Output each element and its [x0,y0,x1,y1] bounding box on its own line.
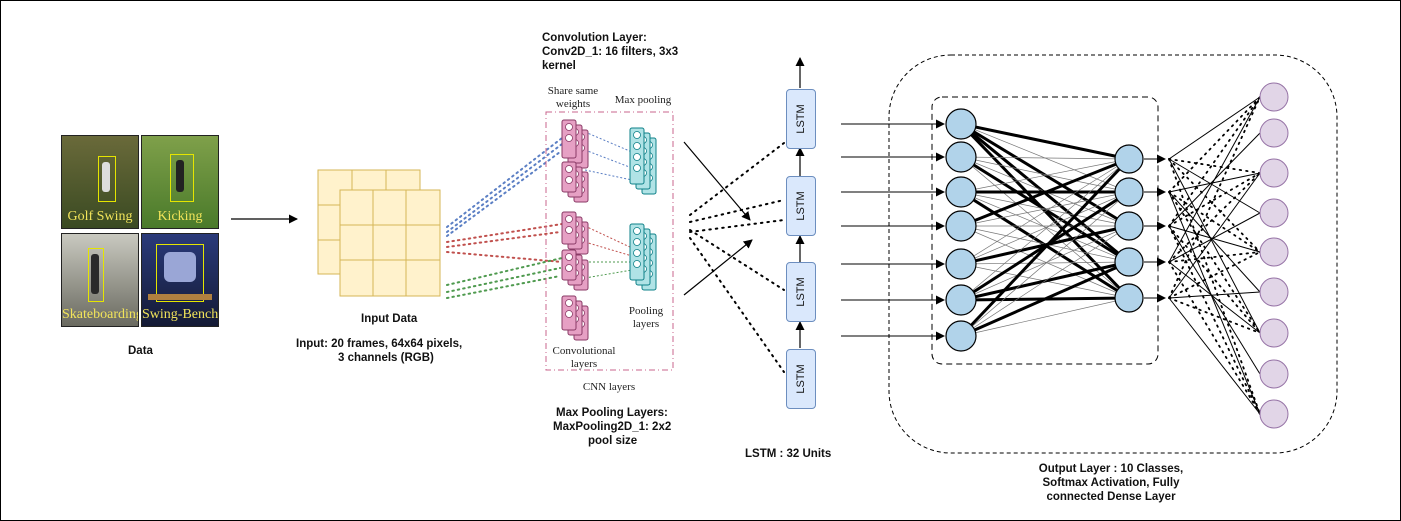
input-description-line2: 3 channels (RGB) [338,352,434,364]
input-frames-front [339,189,441,297]
conv-map-stack [561,295,589,341]
thumbnail-caption: Swing-Bench [142,307,219,322]
pool-map-stack [629,223,657,291]
thumbnail-golf-swing: Golf Swing [61,135,139,229]
pooling-feature-maps [629,127,657,291]
pool-layer-line1: MaxPooling2D_1: 2x2 [553,421,672,433]
lstm-cell-label: LSTM [795,277,807,307]
thumbnail-caption: Skateboarding [62,307,139,322]
pooling-layers-label-line2: layers [632,318,660,330]
cnn-layers-box [545,111,674,371]
lstm-caption: LSTM : 32 Units [745,448,832,460]
lstm-cell-4: LSTM [786,349,816,409]
conv-layer-title: Convolution Layer: [542,32,647,44]
pool-layer-title: Max Pooling Layers: [556,407,668,419]
output-caption-line3: connected Dense Layer [1046,491,1176,503]
conv-layer-line1: Conv2D_1: 16 filters, 3x3 [542,46,679,58]
lstm-cell-1: LSTM [786,89,816,149]
lstm-cell-label: LSTM [795,191,807,221]
conv-map-stack [561,119,589,169]
dense-network [841,82,1289,429]
output-neurons [1259,82,1289,429]
input-neurons [945,108,977,352]
thumbnail-swing-bench: Swing-Bench [141,233,219,327]
conv-map-stack [561,211,589,255]
output-caption-line1: Output Layer : 10 Classes, [1038,463,1184,475]
pool-map-stack [629,127,657,195]
lstm-cell-3: LSTM [786,262,816,322]
dense-connections [959,122,1131,338]
pool-to-lstm-arrow-bottom [683,239,753,296]
max-pooling-label: Max pooling [614,94,672,106]
conv-to-pool-connections [584,131,633,279]
thumbnail-kicking: Kicking [141,135,219,229]
share-weights-label-line2: weights [555,98,591,110]
input-to-conv-connections [446,137,563,299]
output-region-outer-box [888,54,1338,454]
pool-layer-line2: pool size [588,435,638,447]
thumbnail-skateboarding: Skateboarding [61,233,139,327]
output-caption-line2: Softmax Activation, Fully [1042,477,1180,489]
pooling-layers-label-line1: Pooling [628,305,664,317]
lstm-to-dense-arrows [841,119,945,341]
lstm-cell-2: LSTM [786,176,816,236]
hidden-to-output-connections [1144,96,1261,415]
thumbnail-caption: Kicking [157,209,203,224]
cnn-to-lstm-dotted [689,142,785,373]
lstm-cell-label: LSTM [795,364,807,394]
dense-layer-inner-box [931,96,1159,365]
conv-layer-line2: kernel [542,60,576,72]
convolutional-feature-maps [561,119,589,341]
lstm-cell-label: LSTM [795,104,807,134]
conv-layers-label-line2: layers [570,358,598,370]
input-description-line1: Input: 20 frames, 64x64 pixels, [296,338,463,350]
conv-layers-label-line1: Convolutional [552,345,616,357]
thumbnail-caption: Golf Swing [67,209,133,224]
hidden-neurons [1114,144,1144,313]
pool-to-lstm-arrow-top [683,141,751,221]
conv-map-stack [561,249,589,291]
input-data-label: Input Data [361,313,418,325]
share-weights-label-line1: Share same [547,85,599,97]
data-label: Data [128,345,153,357]
conv-map-stack [561,161,589,203]
cnn-layers-label: CNN layers [582,381,636,393]
